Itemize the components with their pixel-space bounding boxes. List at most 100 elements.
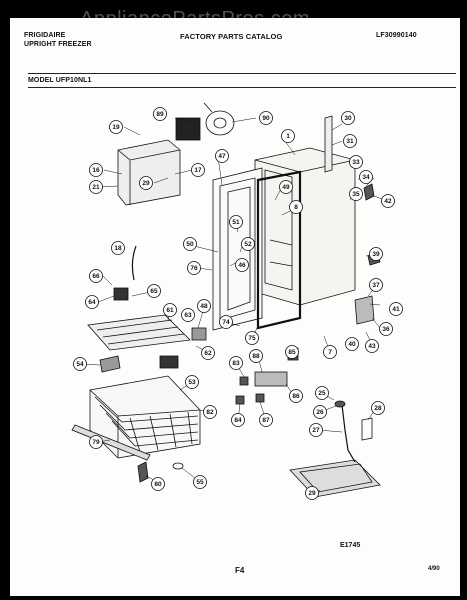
- callout-circle: [313, 405, 327, 419]
- callout-circle: [229, 356, 243, 370]
- callout-number: 54: [76, 361, 84, 368]
- callout-circle: [369, 247, 383, 261]
- callout-number: 34: [362, 174, 370, 181]
- callout-1: 1: [281, 129, 295, 143]
- door-gasket: [256, 170, 302, 330]
- callout-75: 75: [245, 331, 259, 345]
- callout-circle: [197, 299, 211, 313]
- callout-34: 34: [359, 170, 373, 184]
- callout-circle: [309, 423, 323, 437]
- wire-shelf: [87, 314, 191, 351]
- callout-43: 43: [365, 339, 379, 353]
- header-catalog-number: LF30990140: [376, 32, 417, 39]
- callout-circle: [305, 486, 319, 500]
- callout-63: 63: [181, 308, 195, 322]
- header-rule: [28, 73, 456, 74]
- callout-number: 88: [252, 353, 260, 360]
- callout-30: 30: [341, 111, 355, 125]
- callout-18: 18: [111, 241, 125, 255]
- callout-number: 28: [374, 405, 382, 412]
- knob-part: [235, 395, 245, 405]
- callout-number: 36: [382, 326, 390, 333]
- callout-74: 74: [219, 315, 233, 329]
- callout-54: 54: [73, 357, 87, 371]
- callout-number: 40: [348, 341, 356, 348]
- callout-circle: [279, 180, 293, 194]
- callout-circle: [203, 405, 217, 419]
- callout-circle: [139, 176, 153, 190]
- callout-circle: [89, 269, 103, 283]
- callout-circle: [345, 337, 359, 351]
- header-brand: FRIGIDAIRE: [24, 32, 66, 39]
- callout-52: 52: [241, 237, 255, 251]
- callout-65: 65: [147, 284, 161, 298]
- callout-number: 55: [196, 479, 204, 486]
- callout-46: 46: [235, 258, 249, 272]
- callout-85: 85: [285, 345, 299, 359]
- callout-circle: [147, 284, 161, 298]
- callout-53: 53: [185, 375, 199, 389]
- callout-circle: [389, 302, 403, 316]
- callout-28: 28: [371, 401, 385, 415]
- bracket-part: [191, 327, 207, 341]
- callout-number: 80: [154, 481, 162, 488]
- callout-84: 84: [231, 413, 245, 427]
- drain-cap: [334, 400, 346, 408]
- basket-rail: [71, 424, 151, 461]
- callout-55: 55: [193, 475, 207, 489]
- switch-part: [239, 376, 249, 386]
- relay-part: [354, 295, 375, 325]
- callout-82: 82: [203, 405, 217, 419]
- callout-47: 47: [215, 149, 229, 163]
- callout-number: 83: [232, 360, 240, 367]
- control-housing: [254, 371, 288, 387]
- callout-circle: [219, 315, 233, 329]
- callout-number: 64: [88, 299, 96, 306]
- callout-number: 31: [346, 138, 354, 145]
- bracket-part-2: [159, 355, 179, 369]
- page-number: F4: [235, 566, 245, 575]
- callout-circle: [89, 163, 103, 177]
- freezer-basket: [89, 375, 201, 459]
- callout-41: 41: [389, 302, 403, 316]
- model-label: MODEL UFP10NL1: [28, 77, 92, 84]
- callout-29: 29: [139, 176, 153, 190]
- callout-17: 17: [191, 163, 205, 177]
- callout-87: 87: [259, 413, 273, 427]
- callout-number: 53: [188, 379, 196, 386]
- callout-number: 30: [344, 115, 352, 122]
- callout-21: 21: [89, 180, 103, 194]
- callout-circle: [289, 200, 303, 214]
- callout-number: 39: [372, 251, 380, 258]
- callout-circle: [349, 155, 363, 169]
- callout-number: 27: [312, 427, 320, 434]
- callout-number: 43: [368, 343, 376, 350]
- callout-37: 37: [369, 278, 383, 292]
- callout-number: 18: [114, 245, 122, 252]
- callout-29b: 29: [305, 486, 319, 500]
- callout-circle: [341, 111, 355, 125]
- callout-circle: [153, 107, 167, 121]
- callout-circle: [191, 163, 205, 177]
- callout-number: 48: [200, 303, 208, 310]
- callout-circle: [281, 129, 295, 143]
- clip-part: [99, 355, 121, 373]
- callout-90: 90: [259, 111, 273, 125]
- callout-62: 62: [201, 346, 215, 360]
- cabinet-shell: [254, 147, 356, 306]
- callout-circle: [235, 258, 249, 272]
- callout-88: 88: [249, 349, 263, 363]
- callout-circle: [73, 357, 87, 371]
- figure-code: E1745: [340, 542, 361, 549]
- drain-pan: [289, 459, 381, 498]
- callout-49: 49: [279, 180, 293, 194]
- top-bracket: [117, 139, 181, 206]
- callout-89: 89: [153, 107, 167, 121]
- callout-86: 86: [289, 389, 303, 403]
- clip-right: [363, 183, 375, 201]
- callout-42: 42: [381, 194, 395, 208]
- callout-circle: [249, 349, 263, 363]
- callout-number: 29: [308, 490, 316, 497]
- callout-16: 16: [89, 163, 103, 177]
- cabinet-trim-bar: [324, 115, 333, 173]
